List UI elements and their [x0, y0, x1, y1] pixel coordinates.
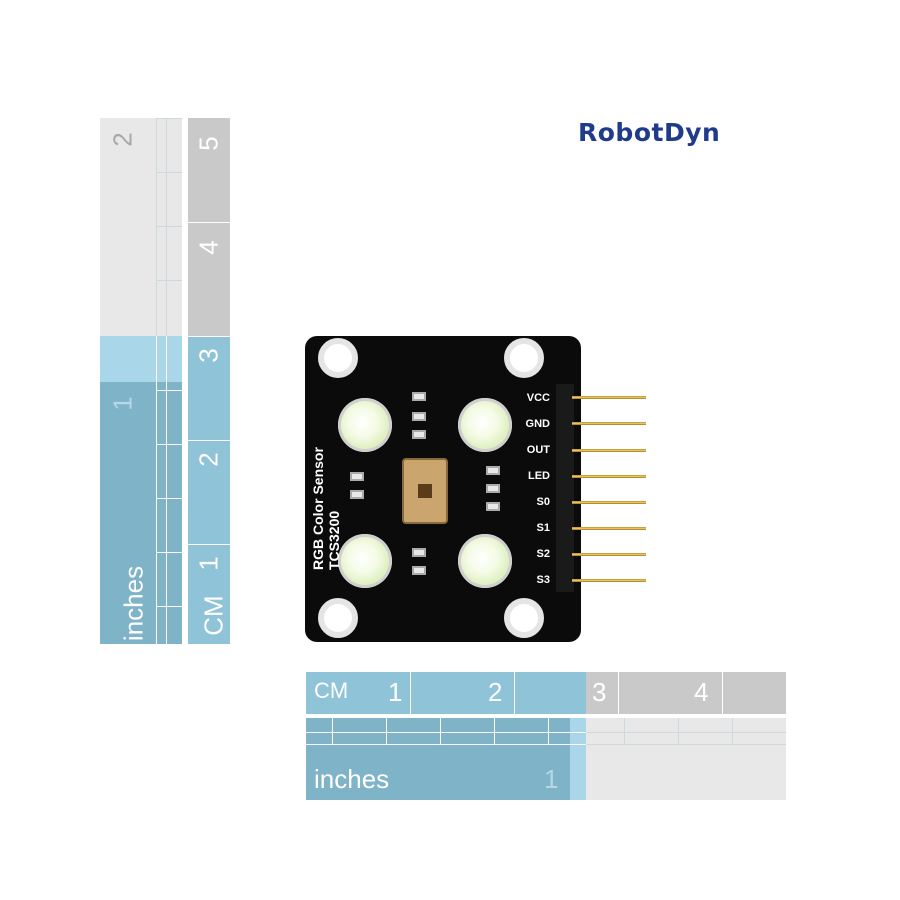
smd-component: [486, 466, 500, 475]
pin-label-out: OUT: [526, 444, 550, 456]
pin-s1: [572, 527, 646, 530]
h-cm-label-3: 3: [592, 677, 607, 707]
pin-label-s2: S2: [536, 548, 550, 560]
pin-led: [572, 475, 646, 478]
mounting-hole-bottom-left: [318, 598, 358, 638]
robotdyn-logo: RobotDyn: [578, 118, 721, 147]
h-cm-label-1: 1: [388, 677, 403, 707]
white-led-top-left: [338, 398, 392, 452]
pin-gnd: [572, 422, 646, 425]
pin-s0: [572, 501, 646, 504]
smd-component: [412, 392, 426, 401]
inch-label-2: 2: [107, 132, 138, 147]
pin-vcc: [572, 396, 646, 399]
pin-s3: [572, 579, 646, 582]
cm-label-5: 5: [193, 136, 224, 151]
pin-header: [556, 384, 574, 592]
horizontal-inch-ruler: inches 1: [306, 718, 786, 800]
inch-unit-label: inches: [118, 565, 149, 642]
smd-component: [350, 490, 364, 499]
horizontal-cm-ruler: CM 1 2 3 4: [306, 672, 786, 714]
pin-label-led: LED: [528, 470, 550, 482]
white-led-top-right: [458, 398, 512, 452]
h-cm-label-4: 4: [694, 677, 709, 707]
white-led-bottom-left: [338, 534, 392, 588]
silkscreen-model: TCS3200: [326, 510, 342, 570]
cm-unit-label: CM: [198, 595, 229, 636]
mounting-hole-top-right: [504, 338, 544, 378]
smd-component: [350, 472, 364, 481]
h-cm-unit-label: CM: [314, 678, 349, 703]
smd-component: [412, 412, 426, 421]
white-led-bottom-right: [458, 534, 512, 588]
cm-label-3: 3: [193, 348, 224, 363]
inch-label-1: 1: [107, 396, 138, 411]
h-cm-label-2: 2: [488, 677, 503, 707]
tcs3200-sensor-chip: [402, 458, 448, 524]
pin-label-s3: S3: [536, 574, 550, 586]
cm-label-1: 1: [193, 556, 224, 571]
pin-out: [572, 449, 646, 452]
sensor-die: [418, 484, 432, 498]
pin-label-gnd: GND: [525, 418, 550, 430]
pin-label-s0: S0: [536, 496, 550, 508]
pin-s2: [572, 553, 646, 556]
pin-label-vcc: VCC: [526, 392, 550, 404]
pin-label-s1: S1: [536, 522, 550, 534]
smd-component: [412, 430, 426, 439]
mounting-hole-bottom-right: [504, 598, 544, 638]
smd-component: [486, 484, 500, 493]
cm-label-4: 4: [193, 240, 224, 255]
h-inch-unit-label: inches: [314, 764, 390, 794]
silkscreen-title: RGB Color Sensor: [310, 447, 326, 570]
vertical-inch-ruler: 2 1 inches: [100, 118, 182, 644]
smd-component: [486, 502, 500, 511]
mounting-hole-top-left: [318, 338, 358, 378]
smd-component: [412, 566, 426, 575]
vertical-cm-ruler: 5 4 3 2 1 CM: [188, 118, 230, 644]
smd-component: [412, 548, 426, 557]
cm-label-2: 2: [193, 452, 224, 467]
h-inch-label-1: 1: [544, 764, 559, 794]
board-silkscreen: RGB Color Sensor TCS3200: [310, 447, 342, 570]
